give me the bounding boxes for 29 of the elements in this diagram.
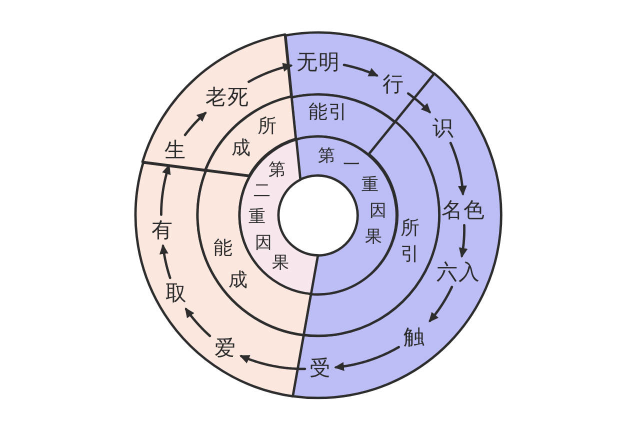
term-label: 生 (164, 138, 186, 161)
segment-label: 第一重因果 (317, 146, 387, 246)
term-label: 触 (402, 326, 425, 348)
segment-label: 所成 (230, 116, 277, 158)
term-label: 识 (432, 116, 454, 139)
segment-label: 能引 (308, 102, 348, 122)
term-label: 行 (382, 72, 404, 95)
segment-label: 第二重因果 (248, 160, 290, 272)
arrow (159, 244, 172, 280)
arrow (184, 112, 207, 136)
term-label: 无明 (296, 50, 340, 73)
arrow (342, 64, 379, 77)
arrow (449, 142, 467, 196)
term-label: 取 (164, 282, 187, 304)
arrow (184, 308, 212, 338)
term-label: 名色 (440, 198, 485, 221)
arrow (458, 224, 468, 258)
segment-label: 能成 (212, 238, 248, 290)
term-label: 爱 (214, 336, 236, 359)
arrow (428, 286, 454, 322)
term-label: 有 (150, 218, 173, 241)
term-label: 老死 (204, 86, 249, 108)
arrow (334, 346, 400, 371)
arrow (406, 92, 431, 114)
arrow (248, 62, 293, 84)
arrow (160, 164, 171, 216)
term-label: 六入 (436, 260, 480, 283)
segment-label: 所引 (400, 218, 420, 264)
term-label: 受 (308, 356, 331, 379)
